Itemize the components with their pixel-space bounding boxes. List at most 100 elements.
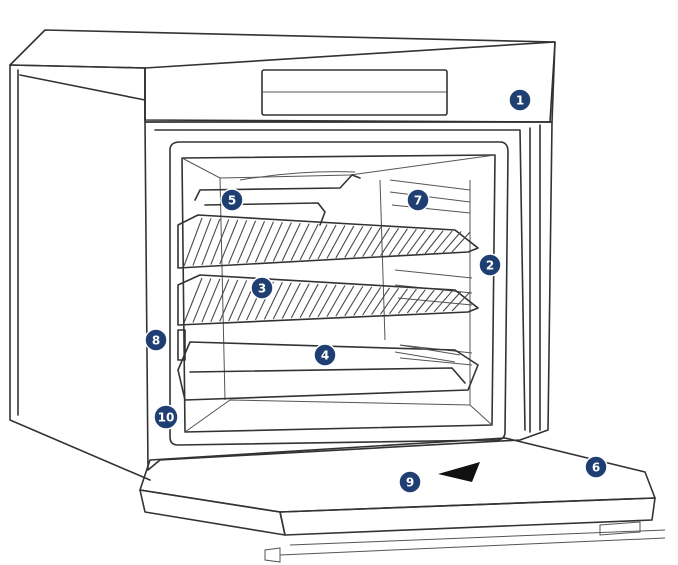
shelf-wire — [183, 277, 203, 324]
shelf-wire — [228, 220, 248, 264]
callout-badge — [584, 455, 608, 479]
shelf-wire — [254, 221, 274, 263]
shelf-wire — [299, 283, 319, 319]
shelf-wire — [415, 229, 435, 255]
shelf-wire — [308, 224, 328, 260]
shelf-wire — [415, 289, 435, 313]
callout-control-panel: 1 — [508, 88, 532, 112]
shelf-wire — [308, 284, 328, 318]
shelf-wire — [424, 230, 444, 254]
shelf-wire — [406, 229, 426, 255]
callout-top-heating-element: 5 — [220, 188, 244, 212]
callout-number: 3 — [258, 282, 266, 296]
shelf-wire — [353, 286, 373, 316]
door-handle — [438, 462, 480, 482]
shelf-wire — [290, 223, 310, 261]
shelf-wire — [192, 278, 212, 323]
shelf-wire — [210, 219, 230, 265]
callout-badge — [508, 88, 532, 112]
shelf-wire — [344, 286, 364, 317]
shelf-wire — [272, 222, 292, 262]
baking-tray — [177, 341, 479, 401]
door — [139, 437, 666, 563]
shelf-wire — [272, 282, 292, 320]
shelf-wire — [228, 280, 248, 322]
shelf-wire — [281, 222, 301, 262]
top-heating-element — [194, 171, 361, 226]
shelf-wire — [290, 283, 310, 319]
callout-door-handle: 9 — [398, 470, 422, 494]
door-seal-left — [177, 329, 186, 361]
shelf-wire — [237, 220, 257, 264]
shelf-wire — [219, 279, 239, 322]
shelf-wire — [344, 226, 364, 258]
callout-badge — [153, 404, 179, 430]
callout-badge — [220, 188, 244, 212]
shelf-wire — [362, 227, 382, 257]
callout-badge — [406, 188, 430, 212]
callout-badge — [250, 276, 274, 300]
callout-number: 5 — [228, 194, 236, 208]
shelf-wire — [397, 288, 417, 314]
shelf-wire — [335, 225, 355, 259]
control-panel — [144, 41, 556, 123]
shelf-wire — [442, 291, 462, 312]
front-frame — [144, 121, 553, 471]
shelf-wire — [380, 287, 399, 315]
callout-number: 6 — [592, 461, 600, 475]
shelf-wire — [219, 219, 239, 265]
shelf-wire — [201, 278, 221, 323]
shelf-wire — [201, 218, 221, 266]
oven-cavity — [169, 141, 509, 446]
shelf-wire — [281, 282, 301, 319]
shelf-wire — [406, 289, 426, 314]
wire-shelf-upper — [177, 214, 479, 269]
callout-cavity-frame: 10 — [153, 404, 179, 430]
callout-badge — [313, 343, 337, 367]
shelf-wire — [183, 217, 203, 267]
callout-badge — [398, 470, 422, 494]
callout-door-seal-left: 8 — [144, 328, 168, 352]
shelf-wire — [210, 279, 230, 323]
callout-baking-tray: 4 — [313, 343, 337, 367]
shelf-wire — [299, 223, 319, 261]
shelf-wire — [326, 225, 346, 259]
shelf-wire — [317, 284, 337, 318]
shelf-wire — [397, 228, 417, 256]
oven-housing — [9, 29, 556, 481]
shelf-wire — [451, 231, 471, 253]
callout-number: 2 — [486, 259, 494, 273]
callout-number: 7 — [414, 194, 422, 208]
shelf-wire — [389, 288, 408, 315]
callouts: 1 2 3 4 5 6 7 8 9 10 — [144, 88, 608, 494]
callout-number: 4 — [321, 349, 329, 363]
callout-shelf-supports: 7 — [406, 188, 430, 212]
shelf-wire — [192, 218, 212, 266]
wire-shelf-lower — [177, 274, 479, 326]
callout-number: 10 — [158, 411, 175, 425]
callout-side-rail: 2 — [478, 253, 502, 277]
shelf-wire — [371, 287, 391, 315]
shelf-wire — [389, 228, 408, 256]
shelf-wire — [246, 221, 266, 263]
callout-number: 9 — [406, 476, 414, 490]
shelf-wire — [362, 287, 382, 316]
shelf-wire — [380, 227, 399, 257]
shelf-wire — [263, 281, 283, 320]
shelf-wire — [326, 285, 346, 317]
callout-door: 6 — [584, 455, 608, 479]
shelf-wire — [371, 227, 391, 257]
shelf-wire — [335, 285, 355, 317]
shelf-wire — [442, 231, 462, 253]
callout-badge — [478, 253, 502, 277]
shelf-wire — [263, 221, 283, 263]
shelf-wire — [317, 224, 337, 260]
callout-badge — [144, 328, 168, 352]
shelf-wire — [433, 290, 453, 313]
callout-number: 1 — [516, 94, 524, 108]
shelf-wire — [433, 230, 453, 254]
shelf-wire — [424, 290, 444, 313]
shelf-wire — [353, 226, 373, 258]
callout-wire-shelf-lower: 3 — [250, 276, 274, 300]
